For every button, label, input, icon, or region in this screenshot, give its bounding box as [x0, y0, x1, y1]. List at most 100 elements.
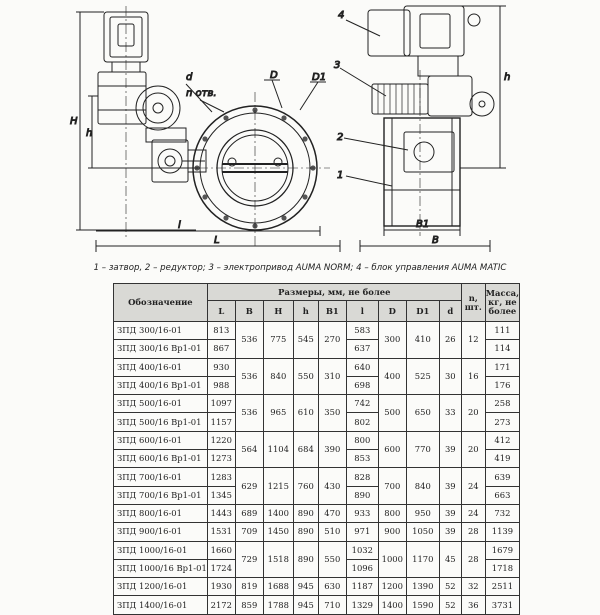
cell-mass: 1718 — [484, 558, 521, 579]
cell-D: 800 — [377, 503, 407, 524]
cell-B: 629 — [234, 467, 264, 505]
cell-D1: 1590 — [405, 595, 440, 615]
cell-n: 24 — [460, 467, 486, 505]
cell-mass: 419 — [484, 449, 521, 469]
cell-mass: 2511 — [484, 577, 521, 597]
cell-n: 24 — [460, 503, 486, 524]
cell-mass: 663 — [484, 485, 521, 505]
dim-B1: B1 — [416, 219, 429, 230]
callout-2: 2 — [337, 132, 343, 143]
cell-H: 1450 — [262, 522, 294, 542]
cell-mass: 111 — [484, 320, 521, 341]
specification-table: Обозначение Размеры, мм, не более n, шт.… — [113, 283, 521, 615]
cell-L: 1345 — [206, 485, 236, 505]
cell-D: 700 — [377, 467, 407, 505]
cell-d: 26 — [438, 321, 462, 359]
cell-designation: ЗПД 600/16-01 — [113, 430, 208, 451]
cell-L: 813 — [206, 320, 236, 341]
cell-h: 945 — [292, 577, 319, 597]
cell-B1: 630 — [317, 577, 347, 597]
cell-H: 965 — [262, 394, 294, 432]
cell-B1: 510 — [317, 522, 347, 542]
cell-L: 1283 — [206, 467, 236, 487]
header-col-D: D — [377, 300, 407, 322]
cell-h: 610 — [292, 394, 319, 432]
cell-l: 1329 — [345, 595, 379, 615]
header-col-B1: B1 — [317, 300, 347, 322]
cell-H: 1215 — [262, 467, 294, 505]
cell-n: 28 — [460, 540, 486, 579]
cell-L: 2172 — [206, 595, 236, 615]
cell-n: 16 — [460, 357, 486, 396]
callout-3: 3 — [334, 60, 340, 71]
cell-D: 500 — [377, 394, 407, 432]
cell-d: 39 — [438, 430, 462, 469]
cell-D1: 950 — [405, 503, 440, 524]
cell-L: 1220 — [206, 430, 236, 451]
cell-d: 33 — [438, 394, 462, 432]
cell-B: 729 — [234, 540, 264, 579]
cell-d: 45 — [438, 540, 462, 579]
cell-l: 1096 — [345, 558, 379, 579]
cell-d: 52 — [438, 577, 462, 597]
callout-4: 4 — [338, 10, 344, 21]
dim-l: l — [178, 220, 181, 231]
header-col-d: d — [438, 300, 462, 322]
cell-l: 640 — [345, 357, 379, 377]
dim-H: H — [70, 116, 78, 127]
cell-designation: ЗПД 300/16 Вр1-01 — [113, 339, 208, 359]
cell-l: 890 — [345, 485, 379, 505]
cell-mass: 3731 — [484, 595, 521, 615]
cell-l: 971 — [345, 522, 379, 542]
cell-d: 52 — [438, 595, 462, 615]
cell-l: 698 — [345, 375, 379, 396]
cell-designation: ЗПД 400/16-01 — [113, 357, 208, 377]
technical-drawing: 4 3 2 1 H h d n отв. D D1 l L h B1 B — [0, 0, 600, 262]
header-n: n, шт. — [460, 283, 486, 322]
cell-designation: ЗПД 1000/16-01 — [113, 540, 208, 560]
cell-B1: 550 — [317, 540, 347, 579]
cell-l: 1187 — [345, 577, 379, 597]
cell-D1: 770 — [405, 430, 440, 469]
cell-D1: 525 — [405, 357, 440, 396]
cell-l: 583 — [345, 320, 379, 341]
cell-B: 536 — [234, 321, 264, 359]
cell-L: 930 — [206, 357, 236, 377]
cell-n: 12 — [460, 321, 486, 359]
cell-D: 1200 — [377, 577, 407, 597]
cell-designation: ЗПД 900/16-01 — [113, 522, 208, 542]
cell-L: 867 — [206, 339, 236, 359]
cell-designation: ЗПД 700/16-01 — [113, 467, 208, 487]
drawing-caption: 1 – затвор, 2 – редуктор; 3 – электропри… — [93, 263, 507, 273]
cell-D: 900 — [377, 522, 407, 542]
header-mass: Масса, кг, не более — [484, 283, 521, 322]
cell-designation: ЗПД 700/16 Вр1-01 — [113, 485, 208, 505]
cell-designation: ЗПД 800/16-01 — [113, 503, 208, 524]
cell-L: 1724 — [206, 558, 236, 579]
cell-h: 890 — [292, 503, 319, 524]
cell-L: 1157 — [206, 412, 236, 432]
cell-l: 800 — [345, 430, 379, 451]
cell-D: 1400 — [377, 595, 407, 615]
cell-H: 1688 — [262, 577, 294, 597]
cell-designation: ЗПД 500/16-01 — [113, 394, 208, 414]
cell-l: 1032 — [345, 540, 379, 560]
cell-B: 709 — [234, 522, 264, 542]
cell-d: 30 — [438, 357, 462, 396]
cell-designation: ЗПД 1200/16-01 — [113, 577, 208, 597]
cell-B1: 470 — [317, 503, 347, 524]
side-view — [339, 5, 506, 252]
cell-B1: 310 — [317, 357, 347, 396]
cell-l: 802 — [345, 412, 379, 432]
dim-d: d — [186, 72, 193, 83]
cell-D: 1000 — [377, 540, 407, 579]
cell-l: 828 — [345, 467, 379, 487]
cell-mass: 1139 — [484, 522, 521, 542]
